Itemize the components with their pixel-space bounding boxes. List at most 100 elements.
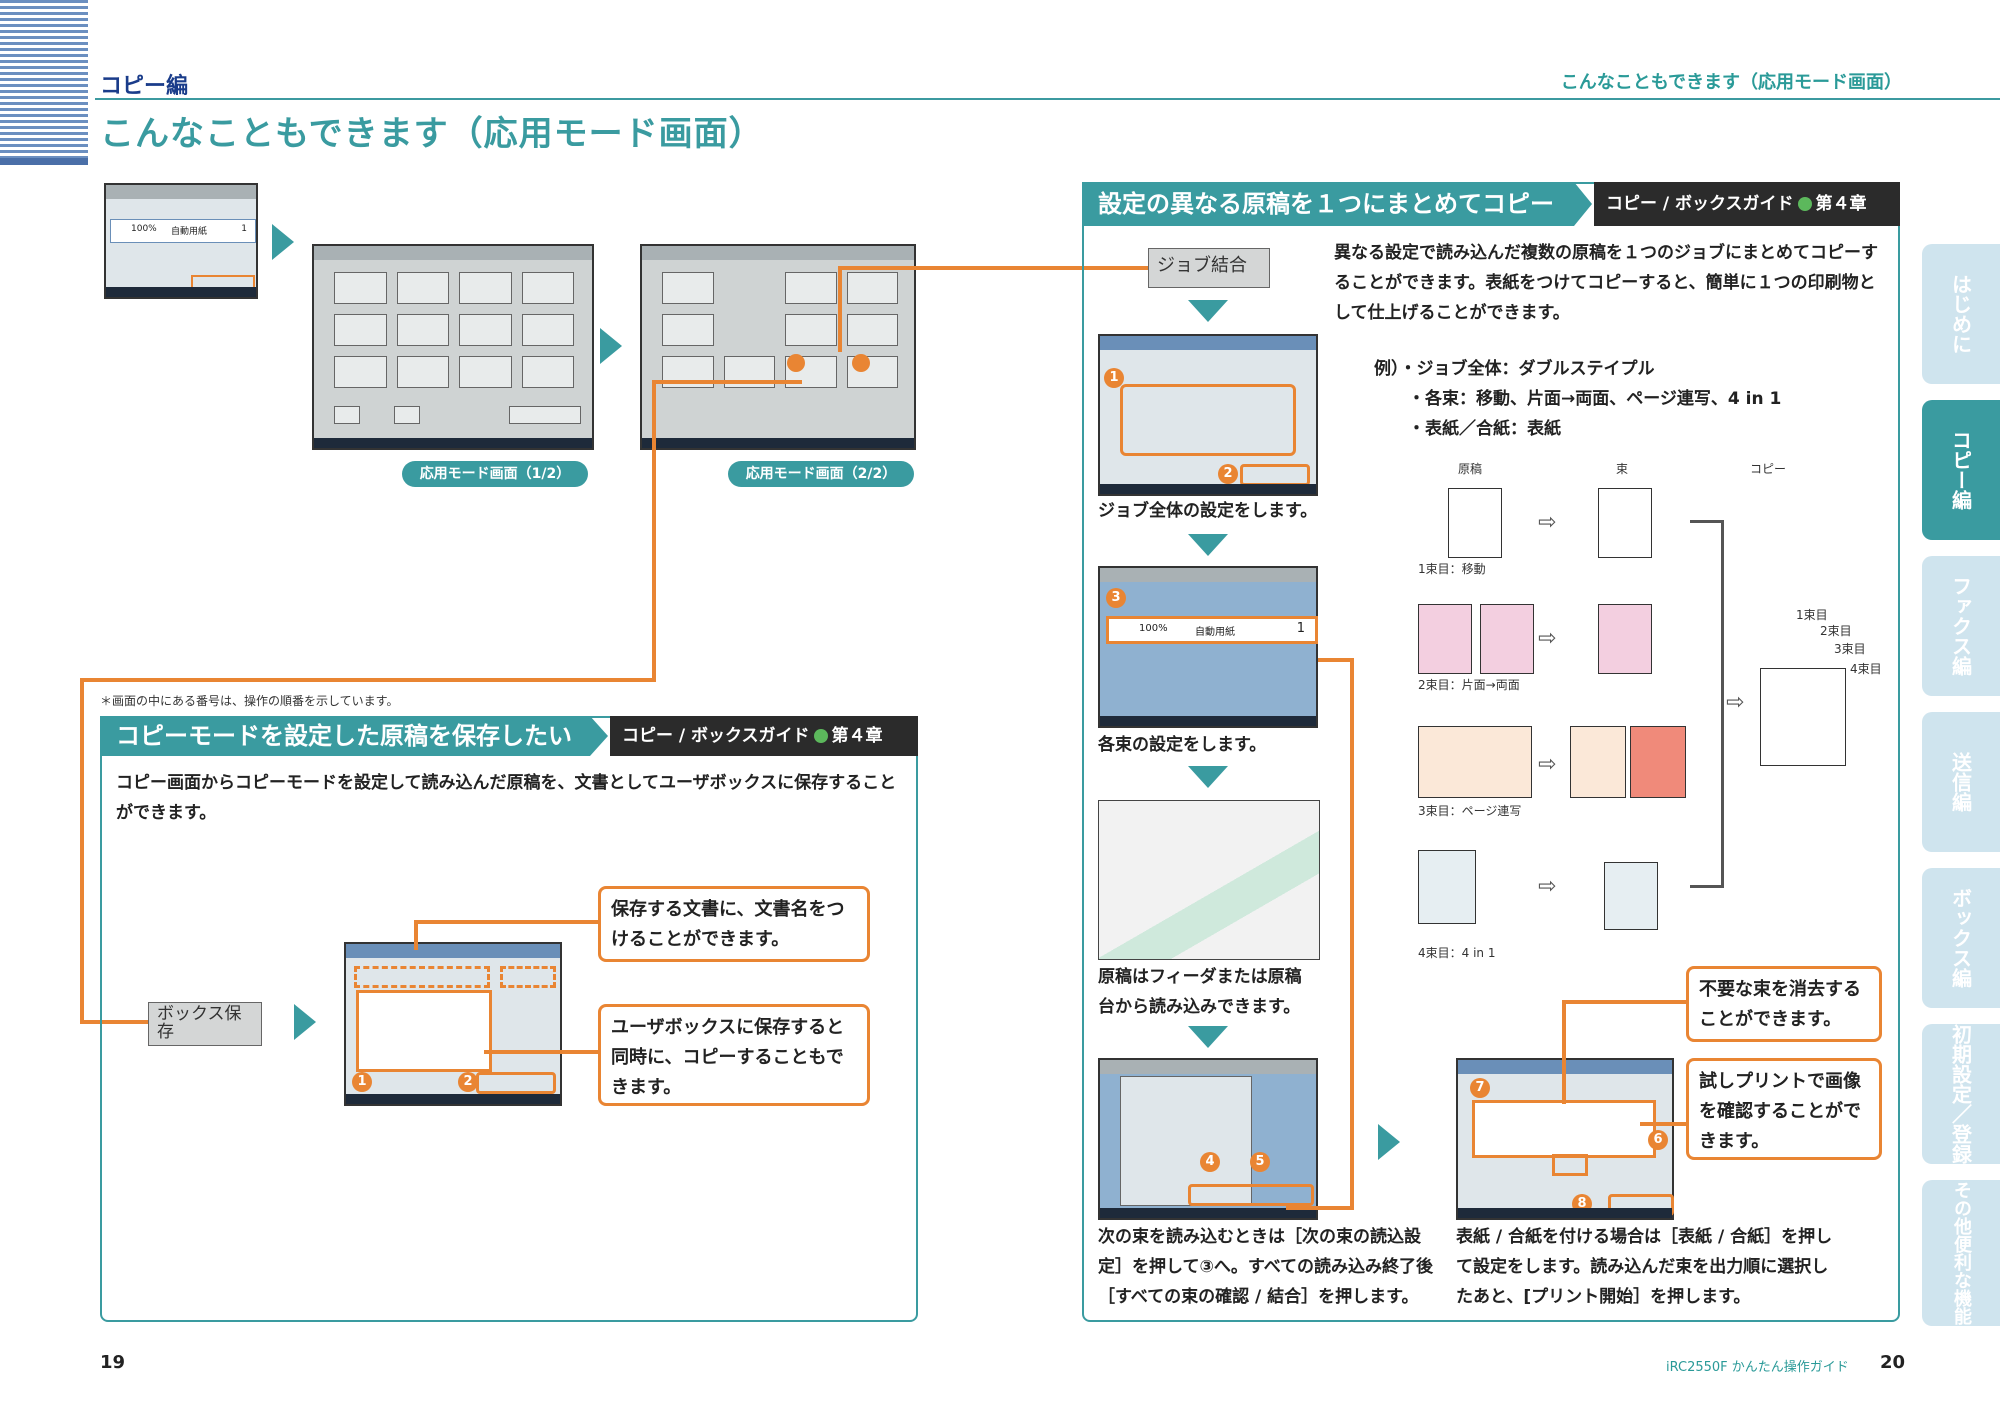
arrow-down-icon bbox=[1188, 534, 1228, 556]
product-name: iRC2550F かんたん操作ガイド bbox=[1666, 1360, 1849, 1375]
copy-paper: 自動用紙 bbox=[171, 227, 208, 237]
step-4-marker: 4 bbox=[1200, 1152, 1220, 1172]
tab-send[interactable]: 送信編 bbox=[1922, 712, 2000, 852]
stack-label-1: 1束目 bbox=[1796, 608, 1828, 622]
bundle-label-1: 1束目：移動 bbox=[1418, 562, 1486, 576]
copy-stack bbox=[1760, 668, 1846, 766]
connector-line bbox=[838, 266, 1148, 270]
example-line-3: ・表紙／合紙：表紙 bbox=[1408, 419, 1561, 439]
callout-delete-bundle: 不要な束を消去することができます。 bbox=[1686, 966, 1882, 1042]
note-text: ＊画面の中にある番号は、操作の順番を示しています。 bbox=[100, 694, 399, 708]
bundle1-original bbox=[1448, 488, 1502, 558]
bundle-magnification: 100% bbox=[1139, 623, 1168, 634]
section-label-left: コピー編 bbox=[100, 74, 189, 99]
right-section-body: 異なる設定で読み込んだ複数の原稿を１つのジョブにまとめてコピーすることができます… bbox=[1334, 243, 1878, 323]
bracket-arrow: ⇨ bbox=[1726, 690, 1745, 715]
connector-line bbox=[484, 1050, 600, 1054]
tab-copy[interactable]: コピー編 bbox=[1922, 400, 2000, 540]
box-save-button[interactable]: ボックス保存 bbox=[148, 1002, 262, 1046]
tab-settings[interactable]: 初期設定／登録 bbox=[1922, 1024, 2000, 1164]
example-line-2: ・各束：移動、片面→両面、ページ連写、4 in 1 bbox=[1408, 389, 1782, 409]
left-section-body: コピー画面からコピーモードを設定して読み込んだ原稿を、文書としてユーザボックスに… bbox=[116, 773, 897, 823]
bundle1-arrow: ⇨ bbox=[1538, 510, 1557, 535]
tab-fax[interactable]: ファクス編 bbox=[1922, 556, 2000, 696]
connector-line bbox=[1350, 658, 1354, 1210]
connector-line bbox=[80, 678, 656, 682]
guide-prefix: コピー / ボックスガイド bbox=[622, 726, 810, 746]
connector-line bbox=[414, 920, 418, 950]
bundle2-original-b bbox=[1480, 604, 1534, 674]
connector-line bbox=[80, 1020, 148, 1024]
step-caption-1: ジョブ全体の設定をします。 bbox=[1098, 501, 1318, 521]
next-bundle-screen: 4 5 bbox=[1098, 1058, 1318, 1220]
connector-line bbox=[838, 266, 842, 352]
bundle-settings-screen: 100% 自動用紙 1 3 bbox=[1098, 566, 1318, 728]
tab-other[interactable]: その他便利な機能 bbox=[1922, 1180, 2000, 1326]
bundle-label-2: 2束目：片面→両面 bbox=[1418, 678, 1520, 692]
copy-magnification: 100% bbox=[131, 224, 157, 234]
scanner-illustration bbox=[1098, 800, 1320, 960]
step-2-marker: 2 bbox=[458, 1072, 478, 1092]
bundle3-original bbox=[1418, 726, 1532, 798]
arrow-down-icon bbox=[1188, 300, 1228, 322]
label-advanced-mode-1: 応用モード画面（1/2） bbox=[402, 461, 588, 487]
callout-test-print: 試しプリントで画像を確認することができます。 bbox=[1686, 1058, 1882, 1160]
arrow-right-icon bbox=[600, 328, 622, 364]
stack-label-4: 4束目 bbox=[1850, 662, 1882, 676]
connector-line bbox=[1562, 1000, 1686, 1004]
bundle-bracket bbox=[1690, 520, 1724, 888]
bundle1-result bbox=[1598, 488, 1652, 558]
step-5-marker: 5 bbox=[1250, 1152, 1270, 1172]
left-section-chevron bbox=[590, 716, 608, 756]
connector-line bbox=[652, 380, 802, 384]
stack-label-2: 2束目 bbox=[1820, 624, 1852, 638]
connector-line bbox=[414, 920, 600, 924]
col-header-original: 原稿 bbox=[1458, 462, 1483, 476]
connector-line bbox=[1286, 1206, 1354, 1210]
callout-document-name: 保存する文書に、文書名をつけることができます。 bbox=[598, 886, 870, 962]
bundle4-original bbox=[1418, 850, 1476, 924]
step-caption-5: 表紙 / 合紙を付ける場合は［表紙 / 合紙］を押して設定をします。読み込んだ束… bbox=[1456, 1227, 1833, 1307]
green-dot-icon bbox=[1797, 197, 1812, 211]
connector-line bbox=[1640, 1122, 1686, 1126]
right-section-guide: コピー / ボックスガイド第４章 bbox=[1594, 182, 1900, 226]
right-section-title: 設定の異なる原稿を１つにまとめてコピーしたい bbox=[1082, 182, 1574, 262]
job-combine-button[interactable]: ジョブ結合 bbox=[1148, 248, 1270, 288]
header-stripes-bar bbox=[0, 158, 88, 165]
connector-line bbox=[1318, 658, 1354, 662]
box-save-screen: 1 2 bbox=[344, 942, 562, 1106]
guide-chapter: 第４章 bbox=[1815, 194, 1867, 214]
bundle4-result bbox=[1604, 862, 1658, 930]
step-6-marker: 6 bbox=[1648, 1130, 1668, 1150]
step-2-marker: 2 bbox=[1218, 464, 1238, 484]
bundle2-result bbox=[1598, 604, 1652, 674]
bundle-paper: 自動用紙 bbox=[1195, 627, 1235, 638]
left-section-guide: コピー / ボックスガイド 第４章 bbox=[610, 716, 918, 756]
bundle2-original bbox=[1418, 604, 1472, 674]
header-stripes bbox=[0, 0, 88, 165]
page-number-left: 19 bbox=[100, 1352, 126, 1373]
job-settings-screen: 1 2 bbox=[1098, 334, 1318, 496]
step-3-marker: 3 bbox=[1106, 588, 1126, 608]
left-section-title: コピーモードを設定した原稿を保存したい bbox=[100, 716, 590, 756]
arrow-right-icon bbox=[272, 224, 294, 260]
guide-chapter: 第４章 bbox=[831, 726, 883, 746]
step-1-marker: 1 bbox=[352, 1072, 372, 1092]
step-caption-4: 次の束を読み込むときは［次の束の読込設定］を押して③へ。すべての読み込み終了後［… bbox=[1098, 1227, 1434, 1307]
tab-introduction[interactable]: はじめに bbox=[1922, 244, 2000, 384]
copy-count: 1 bbox=[241, 224, 247, 234]
arrow-down-icon bbox=[1188, 766, 1228, 788]
example-line-1: 例）・ジョブ全体：ダブルステイプル bbox=[1374, 359, 1655, 379]
connector-line bbox=[80, 678, 84, 1022]
label-advanced-mode-2: 応用モード画面（2/2） bbox=[728, 461, 914, 487]
advanced-mode-screen-2 bbox=[640, 244, 916, 450]
bundle2-arrow: ⇨ bbox=[1538, 626, 1557, 651]
bundle3-arrow: ⇨ bbox=[1538, 752, 1557, 777]
copy-screen-thumb: 100% 自動用紙 1 bbox=[104, 183, 258, 299]
step-caption-2: 各束の設定をします。 bbox=[1098, 735, 1267, 755]
green-dot-icon bbox=[813, 729, 828, 743]
tab-box[interactable]: ボックス編 bbox=[1922, 868, 2000, 1008]
bundle-label-4: 4束目：4 in 1 bbox=[1418, 946, 1496, 960]
page-number-right: 20 bbox=[1880, 1352, 1906, 1373]
bundle3-result bbox=[1570, 726, 1626, 798]
